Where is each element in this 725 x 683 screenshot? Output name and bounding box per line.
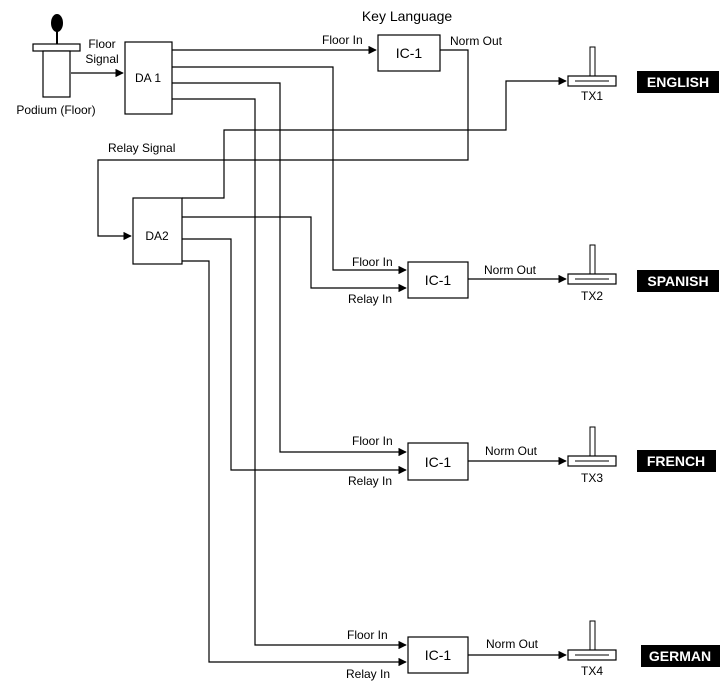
tx2-label: TX2 — [581, 289, 603, 303]
tx3-label: TX3 — [581, 471, 603, 485]
floor-signal-label-2: Signal — [85, 52, 118, 66]
spanish-badge — [637, 270, 719, 292]
podium-icon — [32, 14, 81, 98]
transmitter-icon — [567, 46, 617, 87]
spanish-interpreter-label: IC-1 — [425, 272, 452, 288]
relay-signal-label: Relay Signal — [108, 141, 175, 155]
da1-box — [124, 41, 173, 115]
transmitter-icon — [567, 426, 617, 467]
transmitter-icon — [567, 244, 617, 285]
signal-wires — [71, 45, 567, 667]
floor-signal-label: Floor — [88, 37, 115, 51]
spanish-norm-out-label: Norm Out — [484, 263, 537, 277]
tx1-label: TX1 — [581, 89, 603, 103]
english-badge — [637, 71, 719, 93]
german-interpreter-label: IC-1 — [425, 647, 452, 663]
key-language-title: Key Language — [362, 8, 453, 24]
french-badge-label: FRENCH — [647, 453, 705, 469]
german-badge-label: GERMAN — [649, 648, 711, 664]
french-norm-out-label: Norm Out — [485, 444, 538, 458]
french-badge — [637, 450, 716, 472]
da1-label: DA 1 — [135, 71, 161, 85]
podium-label: Podium (Floor) — [16, 103, 95, 117]
german-relay-in-label: Relay In — [346, 667, 390, 681]
tx4-label: TX4 — [581, 664, 603, 678]
da2-label: DA2 — [145, 229, 169, 243]
french-floor-in-label: Floor In — [352, 434, 393, 448]
spanish-floor-in-label: Floor In — [352, 255, 393, 269]
key-interpreter-label: IC-1 — [396, 45, 423, 61]
german-interpreter-box — [407, 636, 469, 674]
key-floor-in-label: Floor In — [322, 33, 363, 47]
spanish-relay-in-label: Relay In — [348, 292, 392, 306]
french-interpreter-label: IC-1 — [425, 454, 452, 470]
spanish-interpreter-box — [407, 261, 469, 299]
transmitter-icon — [567, 620, 617, 661]
french-interpreter-box — [407, 442, 469, 481]
key-norm-out-label: Norm Out — [450, 34, 503, 48]
german-norm-out-label: Norm Out — [486, 637, 539, 651]
french-relay-in-label: Relay In — [348, 474, 392, 488]
german-badge — [641, 645, 720, 667]
german-floor-in-label: Floor In — [347, 628, 388, 642]
key-interpreter-box — [377, 34, 441, 72]
da2-box — [132, 197, 183, 265]
spanish-badge-label: SPANISH — [647, 273, 708, 289]
english-badge-label: ENGLISH — [647, 74, 709, 90]
